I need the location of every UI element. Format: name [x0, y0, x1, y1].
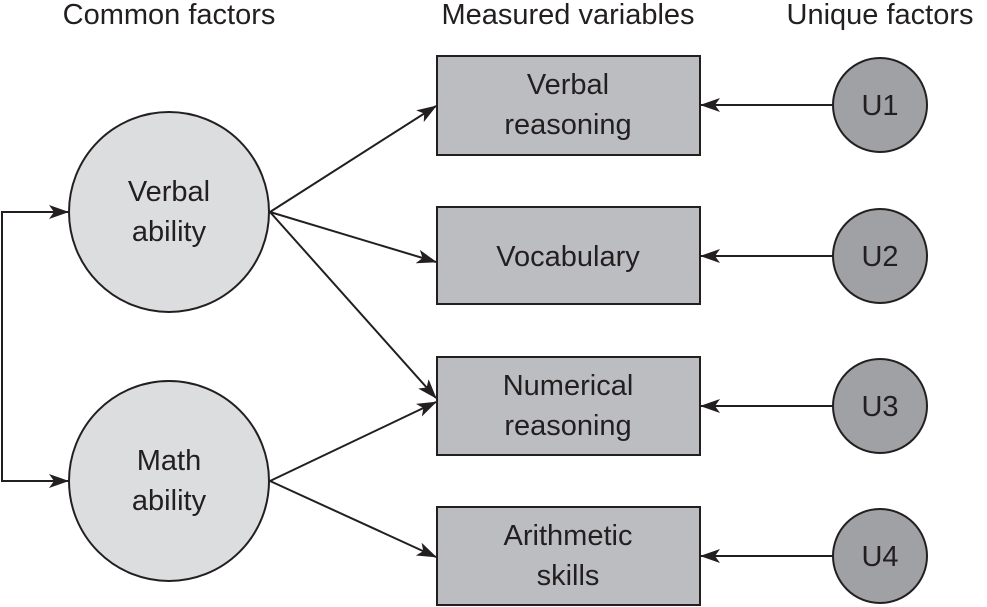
node-label: reasoning: [504, 410, 631, 442]
measured-variable-box: [436, 55, 701, 156]
unique-factor-u2: U2: [832, 208, 928, 304]
node-label: U2: [861, 241, 898, 273]
node-label: Arithmetic: [504, 520, 633, 552]
common-factor-math-ability: Math ability: [68, 380, 270, 582]
node-label: skills: [537, 560, 600, 592]
node-label: ability: [132, 216, 207, 248]
node-label: U4: [861, 541, 898, 573]
unique-factor-u1: U1: [832, 57, 928, 153]
edge-verbal-to-numerical-reasoning: [269, 211, 437, 399]
measured-variable-arithmetic-skills: Arithmetic skills: [436, 506, 701, 606]
edge-verbal-to-verbal-reasoning: [269, 105, 437, 213]
measured-variable-numerical-reasoning: Numerical reasoning: [436, 356, 701, 456]
node-label: Verbal: [527, 69, 609, 101]
measured-variable-verbal-reasoning: Verbal reasoning: [436, 55, 701, 156]
common-factor-verbal-ability: Verbal ability: [68, 111, 270, 313]
edge-math-to-numerical-reasoning: [269, 401, 437, 482]
node-label: ability: [132, 485, 207, 517]
measured-variable-box: [436, 206, 701, 305]
common-factor-circle: [68, 111, 270, 313]
unique-factor-circle: [832, 358, 928, 454]
measured-variable-box: [436, 506, 701, 606]
edge-verbal-to-vocabulary: [269, 211, 437, 264]
measured-variable-vocabulary: Vocabulary: [436, 206, 701, 305]
node-label: U3: [861, 391, 898, 423]
unique-factor-circle: [832, 508, 928, 604]
edge-math-to-arithmetic-skills: [269, 480, 437, 558]
node-label: Verbal: [128, 176, 210, 208]
header-common-factors: Common factors: [63, 0, 276, 31]
node-label: U1: [861, 90, 898, 122]
node-label: Vocabulary: [496, 241, 640, 273]
node-label: reasoning: [504, 109, 631, 141]
header-unique-factors: Unique factors: [787, 0, 974, 31]
node-label: Math: [137, 445, 201, 477]
unique-factor-u3: U3: [832, 358, 928, 454]
node-label: Numerical: [503, 370, 634, 402]
measured-variable-box: [436, 356, 701, 456]
unique-factor-circle: [832, 57, 928, 153]
common-factor-circle: [68, 380, 270, 582]
unique-factor-circle: [832, 208, 928, 304]
unique-factor-u4: U4: [832, 508, 928, 604]
correlation-line: [1, 211, 68, 482]
header-measured-variables: Measured variables: [441, 0, 694, 31]
